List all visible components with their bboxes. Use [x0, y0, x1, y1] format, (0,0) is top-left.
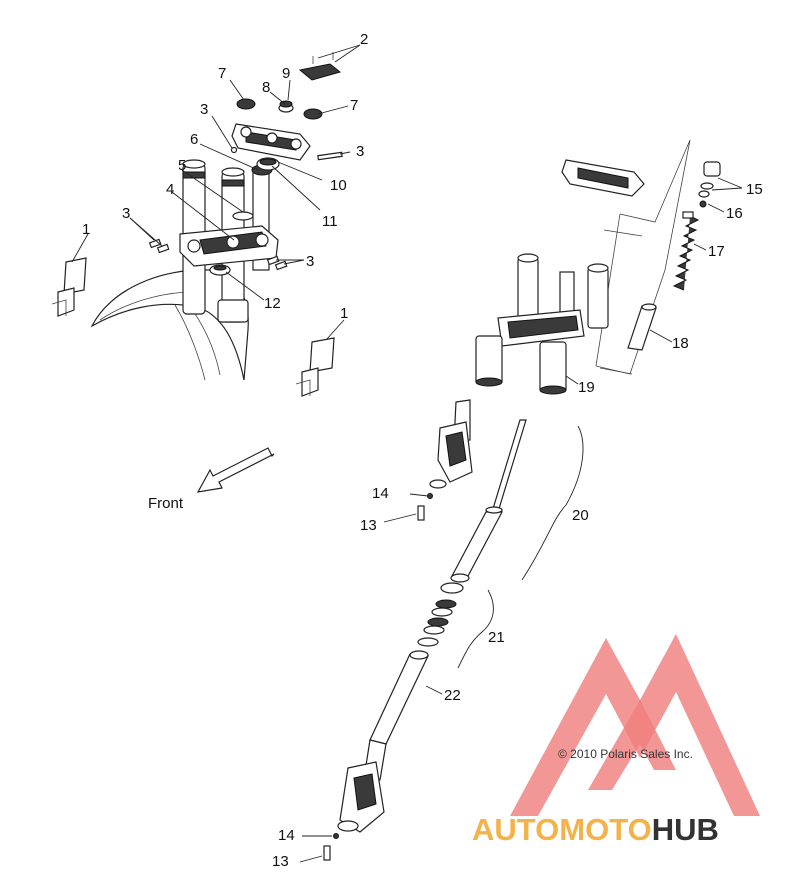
fork-guard-left: [51, 257, 87, 317]
watermark-brand: AUTOMOTOHUB: [472, 812, 719, 847]
watermark-brand-part2: HUB: [652, 812, 719, 847]
front-direction-arrow: [196, 447, 275, 493]
callout-8: 8: [262, 79, 270, 96]
fork-cap-parts: [698, 161, 721, 208]
callout-10: 10: [330, 177, 347, 194]
exploded-fork-assembly: [323, 139, 721, 861]
copyright-notice: © 2010 Polaris Sales Inc.: [558, 747, 693, 761]
automotohub-watermark: © 2010 Polaris Sales Inc. AUTOMOTOHUB: [472, 634, 760, 847]
callout-14-lower: 14: [278, 827, 295, 844]
callout-3-bolt: 3: [356, 143, 364, 160]
callout-1-right: 1: [340, 305, 348, 322]
callout-14-upper: 14: [372, 485, 389, 502]
callout-17: 17: [708, 243, 725, 260]
lower-axle-fasteners: [323, 833, 339, 861]
lower-fork-leg: [337, 650, 429, 833]
callout-7-right: 7: [350, 97, 358, 114]
stem-washer: [232, 211, 254, 221]
clamp-bolts-lower: [148, 238, 288, 271]
callout-3-left: 3: [122, 205, 130, 222]
upper-axle-fasteners: [417, 493, 433, 521]
callout-22: 22: [444, 687, 461, 704]
watermark-logo-mark: [510, 634, 760, 816]
callout-2: 2: [360, 31, 368, 48]
callout-13-upper: 13: [360, 517, 377, 534]
top-clamp-cover: [298, 52, 342, 81]
installed-fork-assembly: Front: [51, 52, 343, 512]
fork-top-caps: [236, 98, 323, 120]
callout-16: 16: [726, 205, 743, 222]
callout-6: 6: [190, 131, 198, 148]
fork-spring: [672, 211, 700, 291]
callout-4: 4: [166, 181, 174, 198]
callout-12: 12: [264, 295, 281, 312]
callout-1-left: 1: [82, 221, 90, 238]
front-label: Front: [148, 495, 184, 512]
damper-rod: [450, 419, 527, 583]
callout-11: 11: [322, 213, 338, 230]
callout-numbers: 2 7 9 8 7 3 6 3 5 10 4 11 3 1 3 12 1 15 …: [82, 31, 763, 870]
callout-9: 9: [282, 65, 290, 82]
bracket-20: [521, 425, 584, 581]
spacer-tube: [627, 303, 657, 351]
callout-20: 20: [572, 507, 589, 524]
callout-21: 21: [488, 629, 505, 646]
clamp-pinch-bolt: [317, 151, 343, 161]
watermark-brand-part1: AUTOMOTO: [472, 812, 652, 847]
callout-7-left: 7: [218, 65, 226, 82]
lower-triple-clamp: [179, 225, 279, 267]
upper-lower-leg: [429, 399, 473, 489]
callout-18: 18: [672, 335, 689, 352]
callout-13-lower: 13: [272, 853, 289, 870]
exploded-upper-clamp: [561, 159, 645, 197]
callout-3-top: 3: [200, 101, 208, 118]
callout-3-right: 3: [306, 253, 314, 270]
fork-seal-kit: [417, 582, 464, 647]
upper-triple-clamp: [231, 123, 311, 161]
callout-15: 15: [746, 181, 763, 198]
bracket-21: [457, 589, 494, 669]
leader-lines: [71, 44, 743, 863]
exploded-fork-legs: [475, 253, 609, 395]
fork-guard-right: [295, 337, 335, 397]
callout-5: 5: [178, 157, 186, 174]
callout-19: 19: [578, 379, 595, 396]
front-fender: [90, 269, 249, 381]
